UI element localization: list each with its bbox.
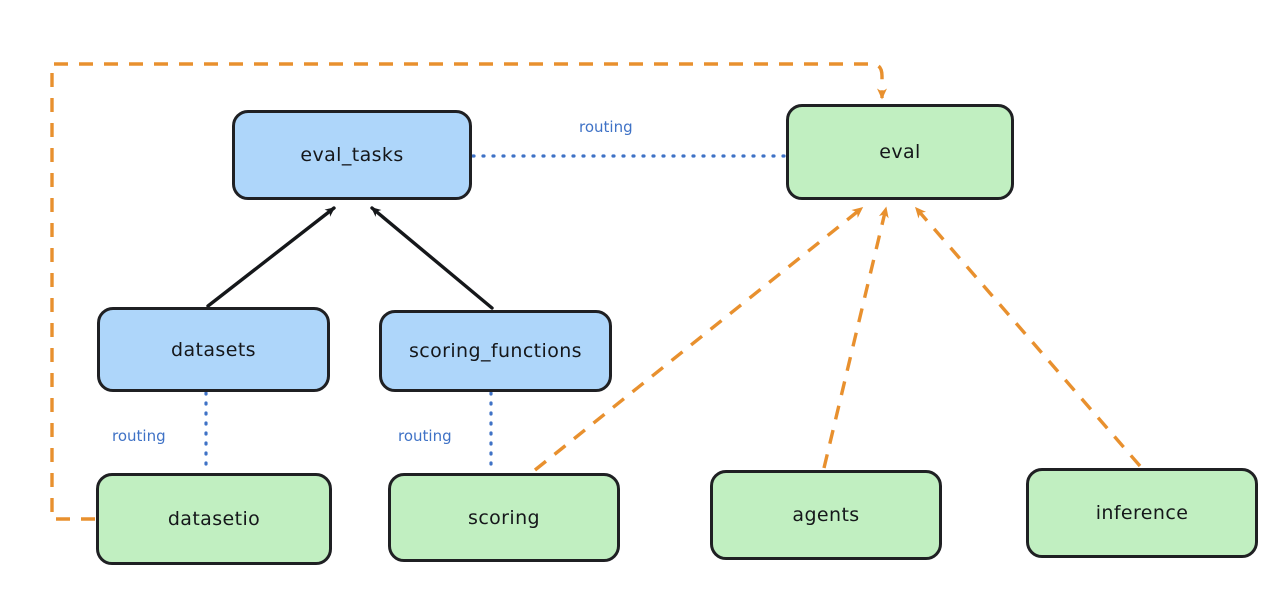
node-scoring-functions-label: scoring_functions xyxy=(409,340,582,362)
node-datasets[interactable]: datasets xyxy=(97,307,330,392)
node-datasetio-label: datasetio xyxy=(167,508,261,530)
node-inference-label: inference xyxy=(1095,502,1189,524)
node-inference[interactable]: inference xyxy=(1026,468,1258,558)
node-datasets-label: datasets xyxy=(171,338,256,361)
node-eval[interactable]: eval xyxy=(786,104,1014,200)
node-agents[interactable]: agents xyxy=(710,470,942,560)
edge-scoring-to-eval xyxy=(533,206,864,472)
node-scoring[interactable]: scoring xyxy=(388,473,620,562)
node-eval-tasks[interactable]: eval_tasks xyxy=(232,110,472,200)
node-eval-label: eval xyxy=(879,141,921,163)
edge-inference-to-eval xyxy=(914,206,1142,468)
node-scoring-label: scoring xyxy=(468,506,540,529)
node-datasetio[interactable]: datasetio xyxy=(96,473,332,565)
edge-label-routing-scoring-functions-scoring: routing xyxy=(398,427,452,445)
edge-datasets-to-eval-tasks xyxy=(206,206,336,308)
edge-datasetio-to-eval xyxy=(50,62,887,521)
edge-label-routing-eval-tasks-eval: routing xyxy=(579,118,633,136)
edge-scoring-functions-to-eval-tasks xyxy=(370,206,494,310)
edge-label-routing-datasets-datasetio: routing xyxy=(112,427,166,445)
edge-agents-to-eval xyxy=(822,206,889,469)
node-eval-tasks-label: eval_tasks xyxy=(300,144,404,166)
node-scoring-functions[interactable]: scoring_functions xyxy=(379,310,612,392)
node-agents-label: agents xyxy=(792,504,860,526)
